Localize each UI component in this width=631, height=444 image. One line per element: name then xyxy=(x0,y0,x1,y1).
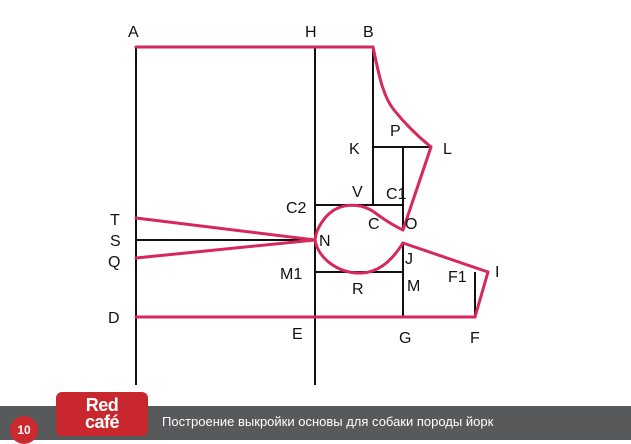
label-O: O xyxy=(405,216,417,233)
outline-armhole-upper xyxy=(313,203,405,242)
logo-line-2: café xyxy=(84,412,120,432)
label-A: A xyxy=(128,24,139,41)
page-number-badge: 10 xyxy=(10,416,38,444)
label-V: V xyxy=(352,184,363,201)
label-C1: C1 xyxy=(386,186,407,203)
label-Q: Q xyxy=(108,254,120,271)
point-labels: A H B P K L V C1 C2 C O T S Q N J M1 M R… xyxy=(108,24,499,347)
label-I: I xyxy=(495,264,499,281)
label-P: P xyxy=(390,123,401,140)
label-T: T xyxy=(110,212,120,229)
label-C2: C2 xyxy=(286,200,307,217)
label-L: L xyxy=(443,141,452,158)
label-F1: F1 xyxy=(448,269,467,286)
label-E: E xyxy=(292,326,303,343)
outline-L-O xyxy=(401,145,433,232)
pattern-outline xyxy=(134,45,490,319)
outline-I-F xyxy=(473,270,490,319)
outline-dart-Q-N xyxy=(134,238,317,260)
label-G: G xyxy=(399,330,411,347)
label-D: D xyxy=(108,310,120,327)
label-M1: M1 xyxy=(280,266,302,283)
label-S: S xyxy=(110,233,121,250)
outline-armhole-lower xyxy=(313,238,405,275)
redcafe-logo: Red café xyxy=(56,392,148,436)
label-C: C xyxy=(368,216,380,233)
outline-belly-J-I xyxy=(401,241,490,274)
page-number: 10 xyxy=(17,423,31,437)
label-B: B xyxy=(363,24,374,41)
label-K: K xyxy=(349,141,360,158)
logo-line-1: Red xyxy=(85,395,119,415)
label-H: H xyxy=(305,24,317,41)
label-N: N xyxy=(319,233,331,250)
label-F: F xyxy=(470,330,480,347)
label-R: R xyxy=(352,281,364,298)
footer-caption: Построение выкройки основы для собаки по… xyxy=(162,414,494,429)
label-M: M xyxy=(407,278,420,295)
label-J: J xyxy=(405,251,413,268)
outline-dart-T-N xyxy=(134,216,317,242)
outline-neck-B-L xyxy=(371,45,433,149)
